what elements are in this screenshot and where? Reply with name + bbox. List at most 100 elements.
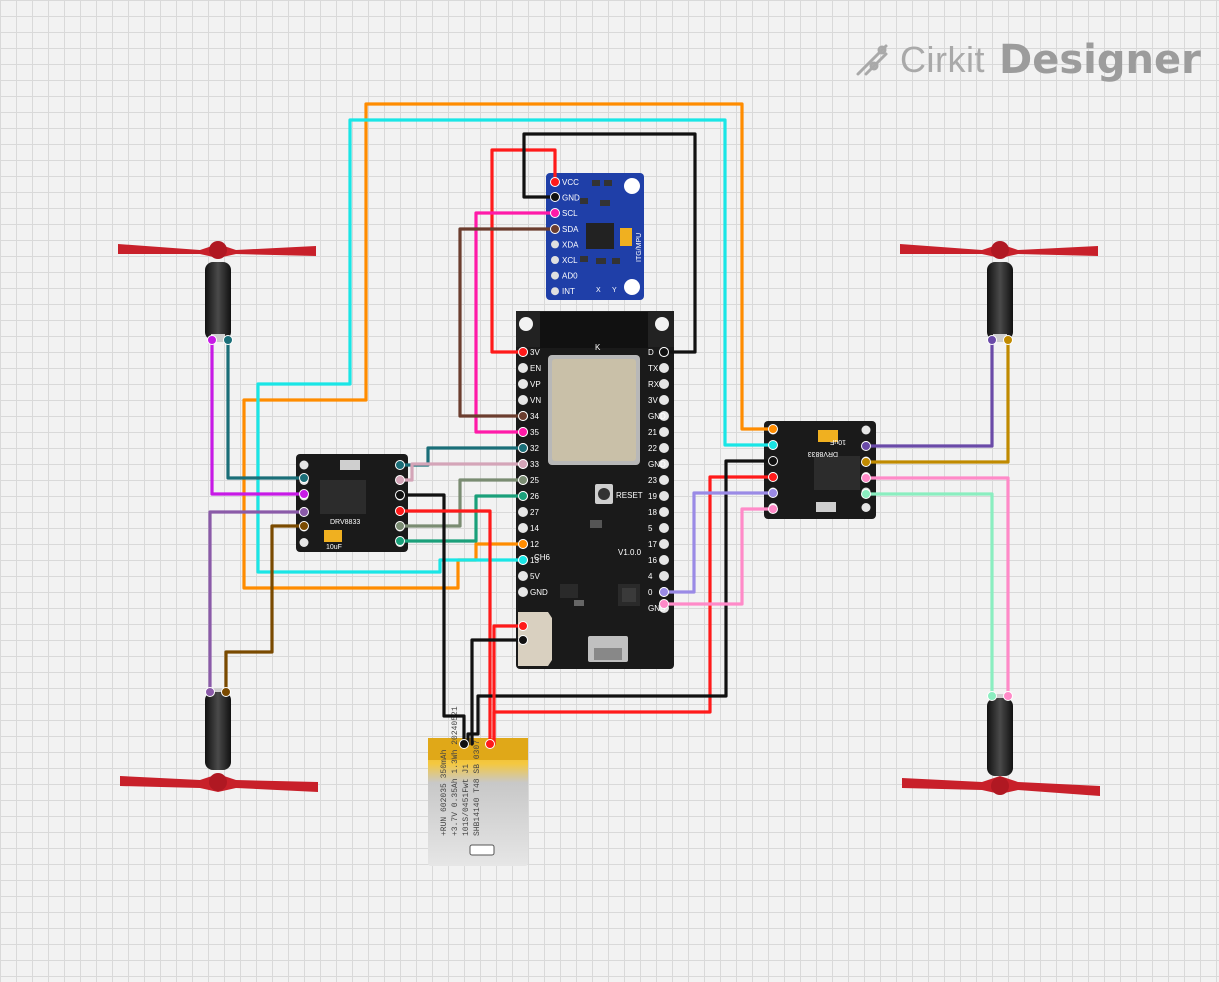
esp32-right-pin[interactable] [659, 507, 669, 517]
wire-endpoint[interactable] [395, 460, 405, 470]
wire-drv-right-violet[interactable] [662, 491, 775, 594]
esp32-right-pin[interactable] [659, 379, 669, 389]
wire-endpoint[interactable] [518, 635, 528, 645]
wire-motor-br-mint[interactable] [864, 492, 994, 698]
motor-bottom-right[interactable] [902, 694, 1100, 796]
esp32-right-pin[interactable] [659, 523, 669, 533]
wire-drv-left-gnd[interactable] [398, 493, 466, 746]
esp32-right-pin[interactable] [659, 427, 669, 437]
wire-drv-left-green[interactable] [398, 494, 525, 543]
esp32-right-pin[interactable] [659, 459, 669, 469]
wire-endpoint[interactable] [395, 506, 405, 516]
drv-pin[interactable] [299, 538, 309, 547]
esp32-board[interactable]: RESET V1.0.0 CH6 K 3VENVPVN3435323325262… [516, 311, 674, 669]
wire-endpoint[interactable] [518, 621, 528, 631]
wire-endpoint[interactable] [1003, 691, 1013, 701]
wire-endpoint[interactable] [768, 424, 778, 434]
wire-endpoint[interactable] [659, 347, 669, 357]
wire-endpoint[interactable] [518, 411, 528, 421]
esp32-left-pin[interactable] [518, 587, 528, 597]
wire-endpoint[interactable] [485, 739, 495, 749]
wire-drv-right-lightpink[interactable] [662, 507, 775, 606]
wire-mpu-scl[interactable] [474, 211, 557, 434]
wire-endpoint[interactable] [518, 555, 528, 565]
mpu-pin-xda[interactable] [551, 240, 559, 249]
wire-motor-bl-purple[interactable] [208, 510, 306, 694]
drv8833-right[interactable]: DRV8833 10uF [764, 421, 876, 519]
esp32-left-pin[interactable] [518, 395, 528, 405]
wire-motor-tl-magenta[interactable] [210, 338, 306, 496]
wire-endpoint[interactable] [459, 739, 469, 749]
esp32-left-pin[interactable] [518, 507, 528, 517]
wire-endpoint[interactable] [518, 539, 528, 549]
wire-endpoint[interactable] [987, 335, 997, 345]
wire-endpoint[interactable] [861, 441, 871, 451]
wire-motor-tr-gold[interactable] [864, 338, 1010, 464]
esp32-left-pin[interactable] [518, 379, 528, 389]
wire-drv-left-vcc[interactable] [398, 509, 492, 746]
motor-top-left[interactable] [118, 241, 316, 342]
lipo-battery[interactable]: +RUN 602035 350mAh+3.7V 0.35Ah 1.3Wh 202… [428, 706, 528, 866]
wire-endpoint[interactable] [223, 335, 233, 345]
motor-top-right[interactable] [900, 241, 1098, 342]
wire-endpoint[interactable] [299, 489, 309, 499]
esp32-right-pin[interactable] [659, 395, 669, 405]
esp32-right-pin[interactable] [659, 555, 669, 565]
wire-endpoint[interactable] [768, 488, 778, 498]
wire-esp-vbat-black[interactable] [470, 638, 525, 746]
wire-endpoint[interactable] [205, 687, 215, 697]
wire-endpoint[interactable] [518, 427, 528, 437]
wire-endpoint[interactable] [518, 475, 528, 485]
esp32-right-pin[interactable] [659, 539, 669, 549]
wire-endpoint[interactable] [207, 335, 217, 345]
wire-motor-tr-lavender[interactable] [864, 338, 994, 448]
esp32-right-pin[interactable] [659, 363, 669, 373]
wire-endpoint[interactable] [550, 208, 560, 218]
wire-esp-vbat-red[interactable] [492, 624, 525, 746]
wire-motor-tl-teal[interactable] [226, 338, 306, 480]
wire-endpoint[interactable] [768, 440, 778, 450]
wire-cyan-loop[interactable] [256, 118, 775, 574]
wire-endpoint[interactable] [518, 443, 528, 453]
wire-endpoint[interactable] [987, 691, 997, 701]
drv-pin[interactable] [861, 503, 871, 512]
wire-endpoint[interactable] [395, 521, 405, 531]
wire-layer[interactable] [208, 102, 1010, 746]
wire-mpu-gnd[interactable] [522, 132, 697, 354]
wire-drv-right-gnd[interactable] [466, 459, 775, 746]
wire-endpoint[interactable] [395, 490, 405, 500]
esp32-left-pin[interactable] [518, 363, 528, 373]
mpu-pin-int[interactable] [551, 287, 559, 296]
mpu-pin-ad0[interactable] [551, 271, 559, 280]
wire-motor-br-pink[interactable] [864, 476, 1010, 698]
wire-endpoint[interactable] [221, 687, 231, 697]
wire-endpoint[interactable] [299, 473, 309, 483]
wire-endpoint[interactable] [518, 347, 528, 357]
wire-endpoint[interactable] [768, 456, 778, 466]
wire-endpoint[interactable] [299, 507, 309, 517]
wire-endpoint[interactable] [299, 521, 309, 531]
drv-pin[interactable] [299, 460, 309, 470]
esp32-right-pin[interactable] [659, 411, 669, 421]
wire-endpoint[interactable] [550, 177, 560, 187]
wire-mpu-sda[interactable] [458, 227, 557, 418]
drv-pin[interactable] [861, 425, 871, 435]
wire-endpoint[interactable] [1003, 335, 1013, 345]
drv8833-left[interactable]: DRV8833 10uF [296, 454, 408, 552]
wire-endpoint[interactable] [861, 457, 871, 467]
wire-endpoint[interactable] [861, 473, 871, 483]
esp32-right-pin[interactable] [659, 443, 669, 453]
esp32-right-pin[interactable] [659, 491, 669, 501]
wire-motor-bl-olive[interactable] [224, 524, 306, 694]
mpu-pin-xcl[interactable] [551, 256, 559, 264]
wire-endpoint[interactable] [768, 504, 778, 514]
wire-drv-left-mauve[interactable] [398, 462, 525, 482]
wire-endpoint[interactable] [659, 587, 669, 597]
motor-bottom-left[interactable] [120, 688, 318, 792]
esp32-right-pin[interactable] [659, 571, 669, 581]
wire-endpoint[interactable] [659, 599, 669, 609]
wire-endpoint[interactable] [768, 472, 778, 482]
wire-endpoint[interactable] [518, 491, 528, 501]
